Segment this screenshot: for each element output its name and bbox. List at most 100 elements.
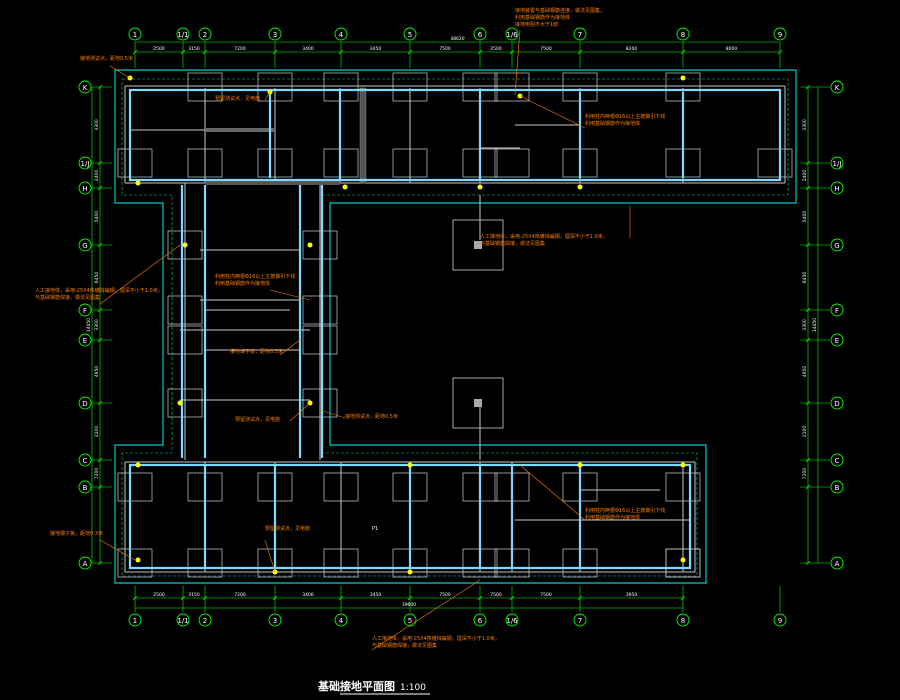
top-dimension-tick: [577, 49, 583, 55]
v-axis-top-label: 5: [408, 31, 412, 39]
h-axis-right-bubble: [830, 396, 844, 410]
v-axis-top-label: 2: [203, 31, 207, 39]
v-axis-top-label: 1: [133, 31, 137, 39]
note-text: 预留测试点，见电施: [265, 525, 310, 532]
h-axis-left-label: E: [83, 337, 87, 345]
inner-outline: [121, 78, 789, 577]
top-dimension-tick: [777, 49, 783, 55]
h-axis-right-label: 1/J: [833, 160, 842, 168]
ground-electrode: [577, 184, 583, 190]
top-dimension-text: 8200: [626, 46, 638, 52]
right-dimension-tick: [805, 84, 811, 90]
ground-bar: [128, 463, 692, 570]
bottom-dimension-text: 7500: [439, 592, 451, 598]
column-footing: [187, 72, 223, 102]
h-axis-left-label: B: [83, 484, 88, 492]
right-dimension-tick: [805, 337, 811, 343]
left-dimension-text: 6450: [94, 272, 100, 284]
note-text: 接地电阻不大于1欧: [515, 21, 558, 28]
bottom-dimension-tick: [180, 595, 186, 601]
ground-bar: [268, 90, 685, 180]
top-dimension-text: 3450: [370, 46, 382, 52]
h-axis-right-bubble: [830, 556, 844, 570]
bottom-dimension-tick: [680, 595, 686, 601]
v-axis-top-bubble: [676, 27, 690, 41]
ground-electrode: [577, 462, 583, 468]
right-dimension-text: 3300: [802, 319, 808, 331]
note-text: 接地测试点，距地0.5米: [80, 55, 133, 62]
left-dimension-text: 7200: [94, 468, 100, 480]
bottom-dimension-total-text: 39600: [402, 602, 416, 608]
note-leader: [371, 579, 481, 651]
note-text: 利用基础钢筋作为接地体: [215, 280, 270, 287]
h-axis-right-bubble: [830, 181, 844, 195]
top-dimension-total-text: 48620: [450, 36, 464, 42]
note-text: 利用柱内两根Φ16以上主筋做引下线: [585, 507, 665, 514]
ground-electrode: [135, 462, 141, 468]
column-footing: [665, 548, 701, 578]
v-axis-bottom-bubble: [268, 613, 282, 627]
v-axis-bottom-label: 9: [778, 617, 782, 625]
v-axis-bottom-label: 2: [203, 617, 207, 625]
column-footing: [302, 388, 338, 418]
v-axis-top-label: 8: [681, 31, 685, 39]
right-dimension-tick: [805, 457, 811, 463]
left-dimension-text: 4950: [94, 366, 100, 378]
isolated-column: [474, 241, 482, 249]
h-axis-right-bubble: [830, 480, 844, 494]
v-axis-bottom-label: 3: [273, 617, 277, 625]
top-dimension-tick: [477, 49, 483, 55]
v-axis-bottom-bubble: [773, 613, 787, 627]
right-dimension-tick: [805, 400, 811, 406]
v-axis-bottom-bubble: [573, 613, 587, 627]
v-axis-bottom-bubble: [505, 613, 519, 627]
h-axis-right-label: C: [835, 457, 840, 465]
right-dimension-text: 6450: [802, 272, 808, 284]
ground-electrode: [135, 557, 141, 563]
bottom-dimension-tick: [577, 595, 583, 601]
note-leader: [519, 464, 586, 521]
h-axis-right-label: A: [835, 560, 840, 568]
bottom-dimension-tick: [132, 595, 138, 601]
column-footing: [302, 230, 338, 260]
v-axis-bottom-label: 1: [133, 617, 137, 625]
h-axis-left-label: C: [83, 457, 88, 465]
right-dimension-text: 4950: [802, 366, 808, 378]
note-leader: [109, 65, 131, 79]
v-axis-bottom-bubble: [176, 613, 190, 627]
bottom-dimension-tick: [407, 595, 413, 601]
v-axis-bottom-label: 8: [681, 617, 685, 625]
h-axis-right-bubble: [830, 303, 844, 317]
column-footing: [392, 72, 428, 102]
v-axis-top-label: 3: [273, 31, 277, 39]
isolated-footing: [452, 377, 504, 429]
v-axis-bottom-label: 1/6: [506, 617, 518, 625]
right-dimension-tick: [805, 560, 811, 566]
hatched-wall: [359, 87, 367, 184]
right-dimension-tick: [805, 242, 811, 248]
column-footing: [257, 148, 293, 178]
bottom-dimension-text: 7200: [234, 592, 246, 598]
bottom-dimension-text: 3450: [370, 592, 382, 598]
v-axis-top-label: 1/1: [177, 31, 188, 39]
note-leader: [99, 539, 136, 561]
top-dimension-text: 2500: [153, 46, 165, 52]
left-dimension-total-text: 14450: [86, 318, 92, 332]
bottom-dimension-text: 2500: [153, 592, 165, 598]
bottom-dimension-tick: [338, 595, 344, 601]
note-leader: [319, 409, 346, 419]
left-dimension-tick: [97, 160, 103, 166]
note-text: 利用基础钢筋作为接地体: [515, 14, 570, 21]
note-text: 人工接地体，采用-25X4热镀锌扁钢，埋深不小于1.0米，: [35, 287, 163, 294]
v-axis-top-bubble: [176, 27, 190, 41]
h-axis-right-label: D: [834, 400, 839, 408]
top-dimension-text: 8000: [726, 46, 738, 52]
isolated-footing: [452, 219, 504, 271]
bottom-dimension-text: 3150: [188, 592, 200, 598]
column-footing: [392, 148, 428, 178]
top-dimension-tick: [180, 49, 186, 55]
bottom-dimension-text: 7500: [540, 592, 552, 598]
note-leader: [99, 244, 181, 305]
note-text: 接地装置与基础钢筋连接，做法见图集，: [515, 7, 605, 14]
v-axis-top-label: 7: [578, 31, 582, 39]
